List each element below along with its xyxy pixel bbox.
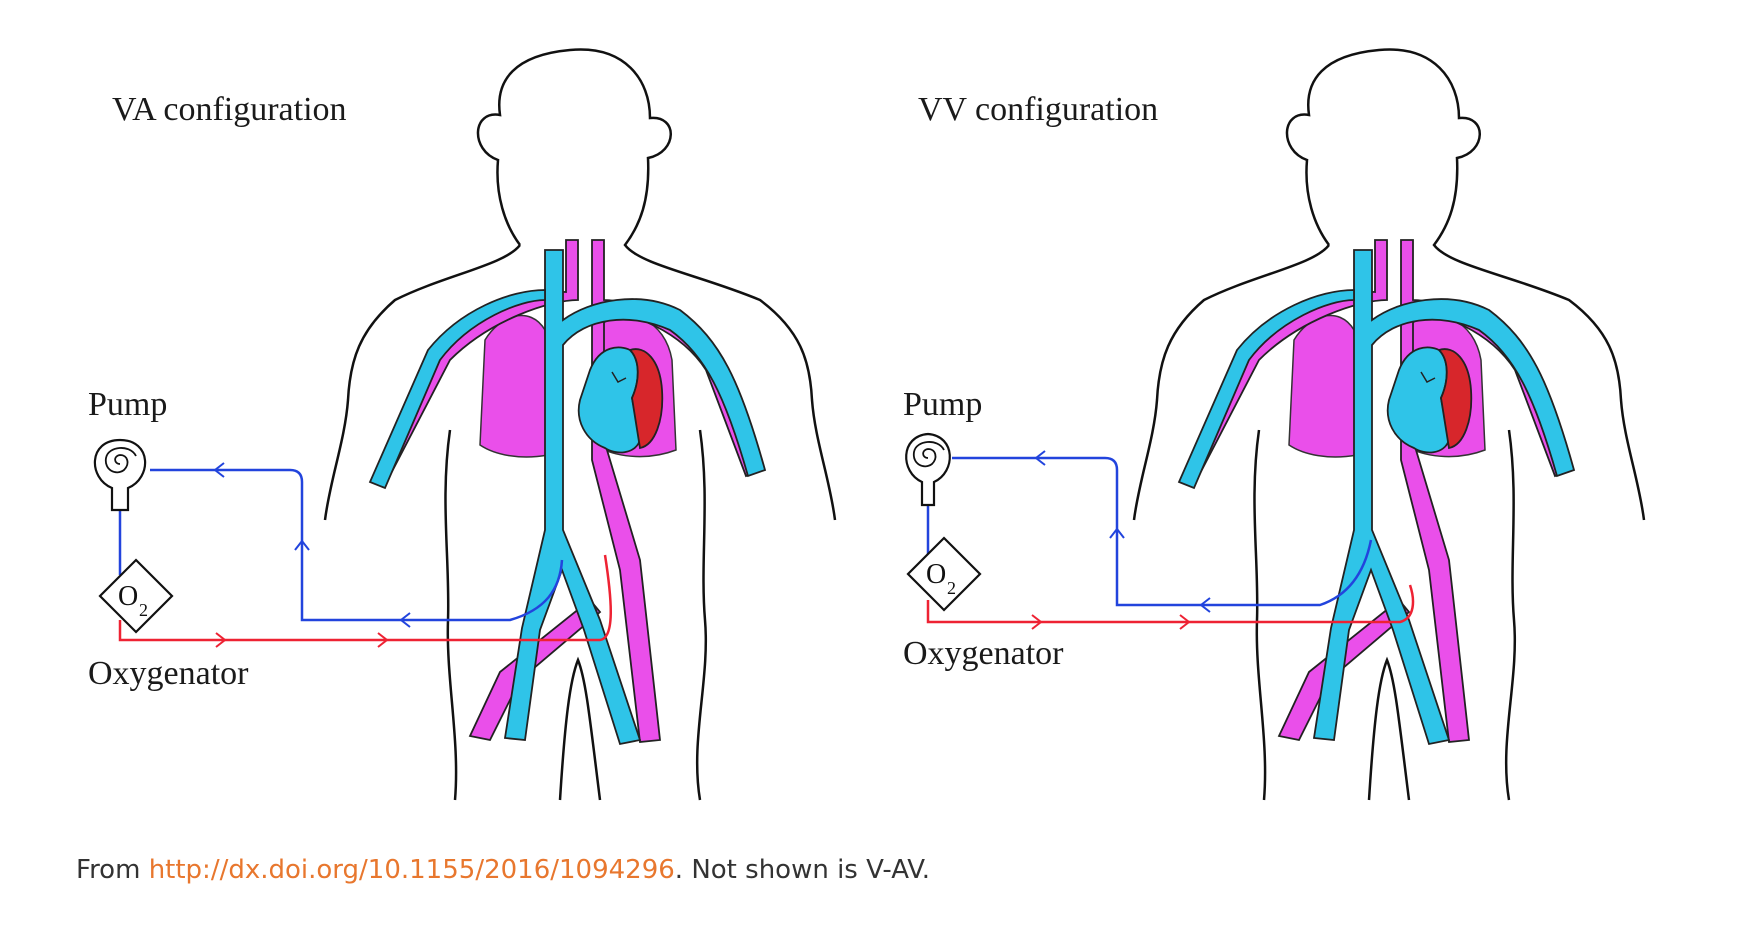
doi-link[interactable]: http://dx.doi.org/10.1155/2016/1094296: [148, 855, 675, 885]
svg-text:O: O: [118, 581, 138, 612]
va-panel: VA configuration Pump O 2 Oxygenator: [88, 48, 837, 802]
vv-drainage-line: [952, 456, 1373, 607]
vv-panel: VV configuration Pump O 2 Oxygenator: [903, 48, 1646, 802]
va-body-figure: [323, 48, 837, 802]
va-drainage-line: [150, 468, 564, 622]
va-oxygenator-label: Oxygenator: [88, 655, 249, 692]
pump-icon: [905, 432, 951, 507]
ecmo-diagram: VA configuration Pump O 2 Oxygenator VV …: [88, 48, 1646, 802]
va-return-line: [118, 554, 612, 642]
vv-title: VV configuration: [918, 91, 1158, 128]
caption-prefix: From: [76, 855, 149, 885]
svg-text:2: 2: [947, 578, 956, 598]
svg-text:O: O: [926, 559, 946, 590]
figure-caption: From http://dx.doi.org/10.1155/2016/1094…: [76, 855, 930, 885]
vv-oxygenator-label: Oxygenator: [903, 635, 1064, 672]
vv-return-line: [926, 584, 1415, 624]
vv-body-figure: [1132, 48, 1646, 802]
pump-icon: [93, 438, 147, 512]
va-title: VA configuration: [112, 91, 347, 128]
caption-suffix: . Not shown is V-AV.: [674, 855, 931, 885]
va-pump-label: Pump: [88, 386, 167, 423]
oxygenator-icon: O 2: [906, 536, 982, 612]
svg-text:2: 2: [139, 600, 148, 620]
oxygenator-icon: O 2: [98, 558, 174, 634]
vv-pump-label: Pump: [903, 386, 982, 423]
